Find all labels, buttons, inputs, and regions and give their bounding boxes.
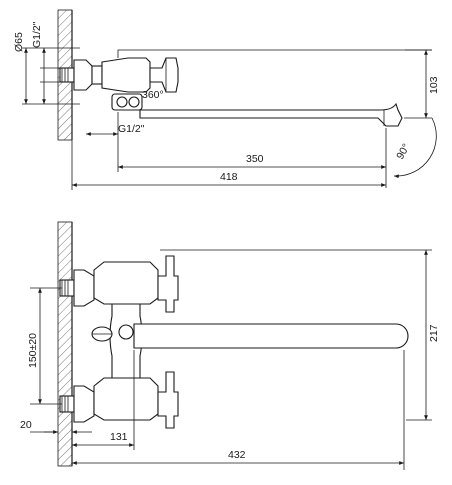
dim-thread-vertical-label: G1/2" (31, 21, 43, 48)
dim-d65-label: Ø65 (13, 32, 25, 52)
dim-103-label: 103 (428, 76, 440, 94)
wall-front (57, 221, 73, 467)
top-view: Ø65 G1/2" 360° 103 90° (13, 9, 440, 190)
dim-rotation-label: 360° (142, 89, 164, 101)
dim-20-label: 20 (20, 419, 32, 431)
dim-217-label: 217 (428, 324, 440, 342)
dim-418-label: 418 (220, 171, 238, 183)
dim-350-label: 350 (246, 153, 264, 165)
dim-150-label: 150±20 (27, 333, 39, 368)
dim-thread-horizontal-label: G1/2" (118, 123, 145, 135)
dim-90deg-label: 90° (394, 142, 412, 162)
dim-131-label: 131 (110, 431, 128, 443)
dim-432-label: 432 (228, 449, 246, 461)
front-view: 217 150±20 20 131 432 (20, 221, 440, 470)
